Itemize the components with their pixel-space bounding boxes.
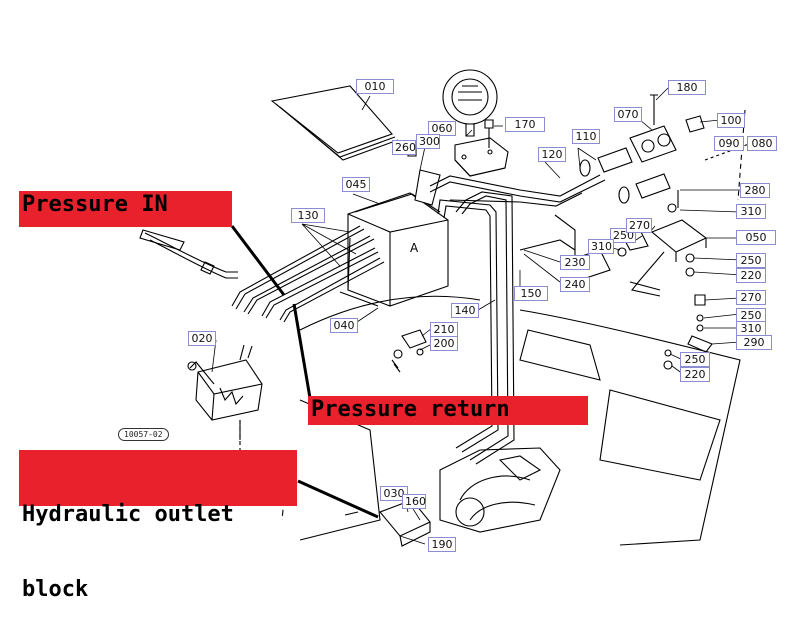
part-label-230: 230 <box>560 255 590 270</box>
part-label-200: 200 <box>430 336 458 351</box>
part-label-250: 250 <box>736 308 766 323</box>
part-label-310: 310 <box>736 321 766 336</box>
part-label-150: 150 <box>514 286 548 301</box>
callout-hydraulic-outlet-line1: Hydraulic outlet <box>22 502 234 527</box>
part-label-040: 040 <box>330 318 358 333</box>
part-label-010: 010 <box>356 79 394 94</box>
part-label-060: 060 <box>428 121 456 136</box>
part-label-250: 250 <box>736 253 766 268</box>
housing-mark-a: A <box>410 241 419 255</box>
part-label-210: 210 <box>430 322 458 337</box>
part-label-300: 300 <box>416 134 440 149</box>
part-label-140: 140 <box>451 303 479 318</box>
part-label-180: 180 <box>668 80 706 95</box>
drawing-code-stamp: 10057-02 <box>118 428 169 441</box>
upper-pipes-to-couplers <box>429 174 606 207</box>
control-valve-020 <box>187 344 263 440</box>
part-label-070: 070 <box>614 107 642 122</box>
callout-pointers <box>230 225 379 519</box>
part-label-220: 220 <box>736 268 766 283</box>
pressure-pipes-140-150 <box>437 191 515 465</box>
part-label-170: 170 <box>505 117 545 132</box>
callout-pressure-return: Pressure return <box>308 396 588 425</box>
callout-hydraulic-outlet-line2: block <box>22 577 89 602</box>
valve-housing <box>339 192 449 307</box>
pressure-gauge <box>442 69 509 177</box>
part-label-080: 080 <box>747 136 777 151</box>
part-label-045: 045 <box>342 177 370 192</box>
part-label-160: 160 <box>402 494 426 509</box>
part-label-270: 270 <box>626 218 652 233</box>
flexible-hose-left <box>139 229 238 279</box>
part-label-100: 100 <box>717 113 745 128</box>
manual-book-part <box>270 85 399 161</box>
part-label-030: 030 <box>380 486 408 501</box>
part-label-120: 120 <box>538 147 566 162</box>
part-label-240: 240 <box>560 277 590 292</box>
part-label-050: 050 <box>736 230 776 245</box>
part-label-190: 190 <box>428 537 456 552</box>
quick-couplers <box>579 94 705 204</box>
hydraulic-outlet-block-030 <box>344 447 561 547</box>
part-label-280: 280 <box>740 183 770 198</box>
part-label-020: 020 <box>188 331 216 346</box>
callout-pressure-in: Pressure IN <box>19 191 232 227</box>
part-label-110: 110 <box>572 129 600 144</box>
part-label-270: 270 <box>736 290 766 305</box>
part-label-090: 090 <box>714 136 744 151</box>
part-label-260: 260 <box>392 140 416 155</box>
part-label-250: 250 <box>680 352 710 367</box>
part-label-130: 130 <box>291 208 325 223</box>
part-label-220: 220 <box>680 367 710 382</box>
part-label-310: 310 <box>736 204 766 219</box>
part-label-290: 290 <box>736 335 772 350</box>
hydraulic-tubes-130 <box>231 225 385 323</box>
part-label-310: 310 <box>588 239 614 254</box>
callout-hydraulic-outlet-block: Hydraulic outlet block <box>19 450 297 602</box>
